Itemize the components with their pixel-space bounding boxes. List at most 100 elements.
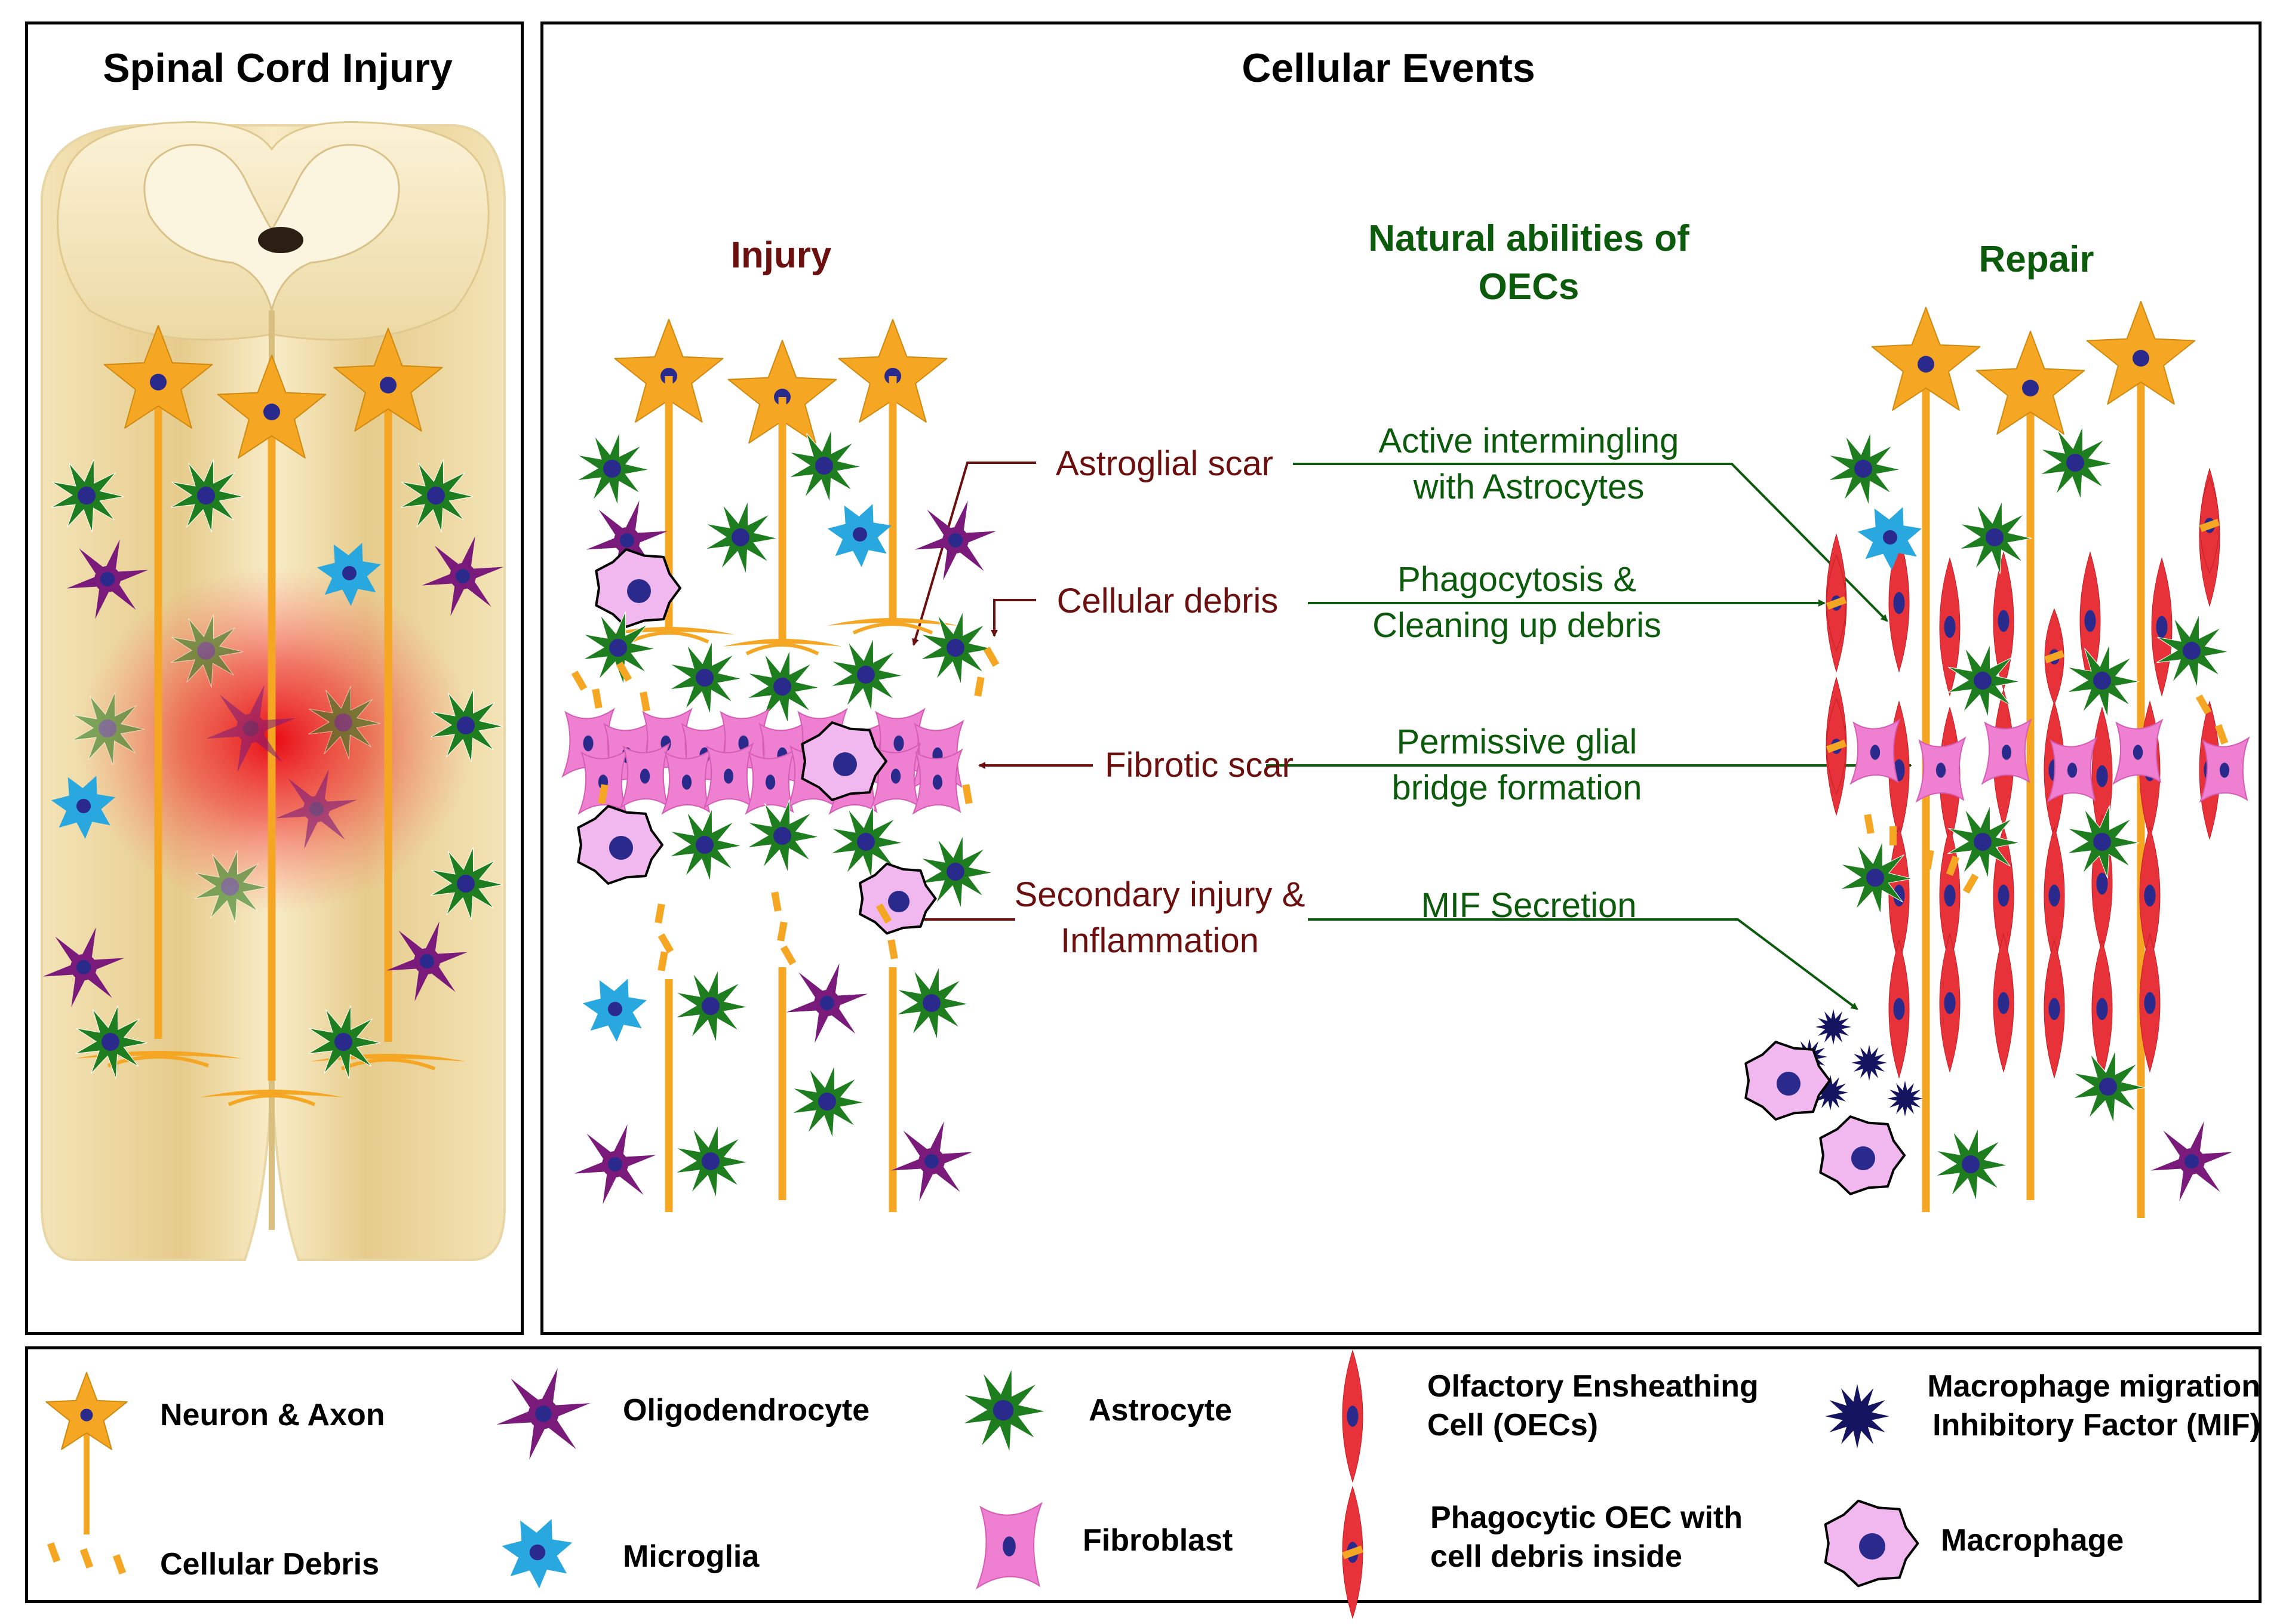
astrocyte-cell [705,501,778,574]
macrophage-cell [1824,1499,1919,1588]
fibroblast-cell [703,742,754,809]
cellular-debris [2195,694,2212,715]
astrocyte-cell [430,847,503,921]
fibroblast-cell [912,748,963,815]
cellular-debris [777,921,788,942]
oec-cell [1993,826,2014,965]
oligodendrocyte-cell [574,1124,656,1204]
cellular-debris [983,647,1000,667]
oligodendrocyte-cell [42,927,125,1007]
cellular-debris [657,933,674,954]
connector-arrows [912,462,1912,1010]
cellular-debris-label: Cellular debris [1056,582,1279,620]
astroglial-scar-pointer [912,462,1036,646]
neuron-cell [333,328,443,1042]
legend-oec-label: Olfactory Ensheathing Cell (OECs) [1427,1369,1759,1442]
phagocytosis-label: Phagocytosis & Cleaning up debris [1372,560,1661,645]
astroglial-scar-base [603,627,735,644]
astrocyte-cell [170,459,244,533]
astrocyte-cell [2039,426,2113,500]
mif-molecule [1825,1384,1889,1448]
cell-illustrations [42,301,2250,1619]
oligodendrocyte-cell [496,1368,591,1460]
oec-cell [1888,939,1910,1079]
astroglial-scar-label: Astroglial scar [1055,444,1274,483]
right-panel-title: Cellular Events [1242,45,1535,91]
mif-molecule [1851,1045,1887,1081]
mif-molecule [1887,1081,1923,1116]
microglia-cell [51,776,115,839]
bridge-label: Permissive glial bridge formation [1391,722,1642,808]
cellular-debris [47,1542,61,1563]
oligodendrocyte-cell [205,684,296,773]
oligodendrocyte-cell [786,963,868,1043]
cellular-debris [616,662,632,682]
oligodendrocyte-cell [890,1121,973,1201]
injury-heading: Injury [730,235,832,276]
mif-molecule [1815,1009,1851,1045]
cellular-debris [592,688,603,709]
oec-cell [2151,557,2173,697]
astrocyte-cell [2072,1050,2146,1124]
natural-abilities-heading: Natural abilities of OECs [1368,218,1689,307]
legend-macrophage-label: Macrophage [1941,1523,2124,1558]
phagocytic-oec-cell [2044,608,2065,706]
macrophage-cell [595,548,681,628]
legend-neuron-label: Neuron & Axon [160,1398,385,1432]
neuron-cell [217,355,327,1081]
astrocyte-cell [1839,841,1913,915]
legend-debris-label: Cellular Debris [160,1547,380,1582]
cellular-debris [657,951,668,971]
microglia-cell [317,543,381,606]
repair-heading: Repair [1978,239,2094,280]
astrocyte-cell [920,835,993,909]
astrocyte-cell [582,611,656,685]
fibroblast-cell [661,748,712,815]
astrocyte-cell [2066,644,2140,718]
astrocyte-cell [1827,432,1901,506]
fibroblast-cell [619,742,671,809]
oligodendrocyte-cell [275,769,358,849]
oec-cell [1888,533,1910,673]
mif-arrow [1308,918,1858,1010]
cellular-debris [974,676,985,697]
cellular-debris [962,784,973,804]
cellular-debris [1962,873,1979,894]
macrophage-cell [859,862,937,935]
cellular-debris-pointer [991,599,1036,637]
fibroblast-cell [745,748,796,815]
astrocyte-cell [746,799,820,873]
oec-cell [2091,939,2113,1079]
microglia-cell [502,1519,573,1589]
fibroblast-cell [1849,718,1901,785]
fibroblast-cell [1981,718,2032,785]
phagocytic-oec-cell [1826,554,1847,652]
cellular-debris [875,903,892,924]
fibroblast-cell [975,1502,1043,1590]
astrocyte-cell [788,429,862,503]
microglia-cell [1857,507,1922,570]
phagocytic-oec-cell [2199,476,2220,574]
oec-cell [2044,826,2065,965]
astrocyte-cell [746,650,820,724]
neuron-cell [1975,331,2085,1200]
astrocyte-cell [308,1005,381,1079]
astroglial-scar-base [200,1090,343,1106]
intermingling-label: Active intermingling with Astrocytes [1378,422,1679,507]
phagocytic-oec-cell [1826,697,1847,795]
cellular-debris [1946,855,1960,876]
left-panel-title: Spinal Cord Injury [103,45,453,91]
macrophage-cell [1744,1041,1831,1121]
astrocyte-cell [308,686,381,759]
astrocyte-cell [1947,805,2020,879]
oligodendrocyte-cell [422,536,504,616]
astrocyte-cell [791,1065,865,1139]
macrophage-cell [1819,1115,1906,1195]
oec-cell [1939,933,1961,1073]
oec-cell [1939,557,1961,697]
oec-cell [1993,933,2014,1073]
astrocyte-cell [675,1125,748,1198]
oligodendrocyte-cell [66,539,149,619]
astrocyte-cell [920,611,993,685]
cellular-debris [1889,826,1897,845]
